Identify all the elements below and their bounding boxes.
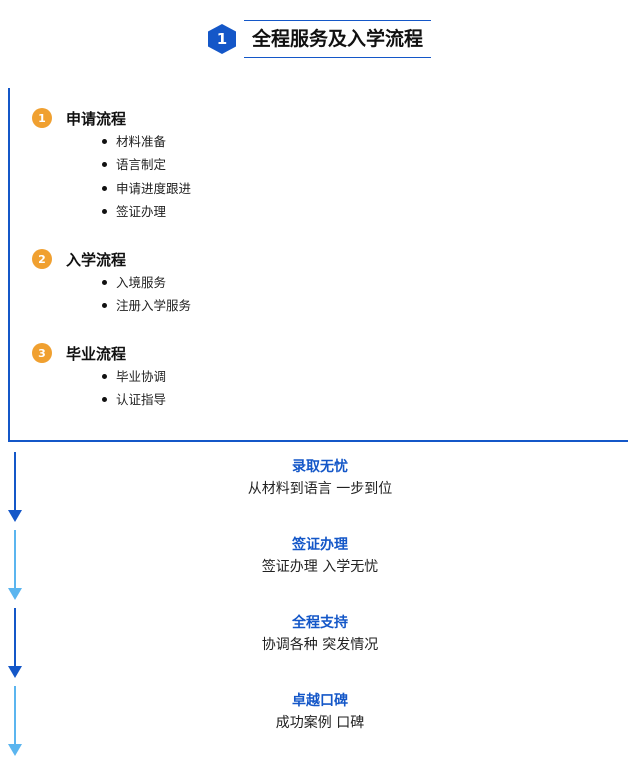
list-item: 申请进度跟进 <box>98 177 191 200</box>
list-item: 入境服务 <box>98 271 191 294</box>
feature-description: 签证办理 入学无忧 <box>261 559 379 575</box>
feature-title: 签证办理 <box>292 537 348 553</box>
item-list: 入境服务 注册入学服务 <box>98 271 191 318</box>
section-graduation: 3 毕业流程 毕业协调 认证指导 <box>32 342 166 412</box>
feature-description: 从材料到语言 一步到位 <box>247 481 393 497</box>
list-item: 语言制定 <box>98 153 191 176</box>
arrow-down-icon <box>8 530 22 600</box>
step-number-badge: 2 <box>32 249 52 269</box>
list-item: 毕业协调 <box>98 365 166 388</box>
feature-description: 协调各种 突发情况 <box>261 637 379 653</box>
section-heading: 2 入学流程 <box>32 248 191 270</box>
feature-admission: 录取无忧 从材料到语言 一步到位 <box>0 456 640 500</box>
arrow-down-icon <box>8 452 22 522</box>
section-title: 申请流程 <box>66 109 127 128</box>
item-list: 材料准备 语言制定 申请进度跟进 签证办理 <box>98 130 191 223</box>
feature-visa: 签证办理 签证办理 入学无忧 <box>0 534 640 578</box>
section-header: 1 全程服务及入学流程 <box>208 20 432 58</box>
feature-title: 全程支持 <box>292 615 348 631</box>
list-item: 注册入学服务 <box>98 294 191 317</box>
feature-description: 成功案例 口碑 <box>275 715 365 731</box>
list-item: 认证指导 <box>98 388 166 411</box>
section-title: 入学流程 <box>66 250 127 269</box>
hexagon-number-badge: 1 <box>208 24 236 54</box>
feature-support: 全程支持 协调各种 突发情况 <box>0 612 640 656</box>
page-title: 全程服务及入学流程 <box>244 20 432 58</box>
section-enrollment: 2 入学流程 入境服务 注册入学服务 <box>32 248 191 318</box>
step-number-badge: 1 <box>32 108 52 128</box>
item-list: 毕业协调 认证指导 <box>98 365 166 412</box>
section-application: 1 申请流程 材料准备 语言制定 申请进度跟进 签证办理 <box>32 107 191 223</box>
process-box: 1 申请流程 材料准备 语言制定 申请进度跟进 签证办理 2 入学流程 入境服务… <box>8 88 628 442</box>
arrow-down-icon <box>8 686 22 756</box>
section-heading: 3 毕业流程 <box>32 342 166 364</box>
feature-reputation: 卓越口碑 成功案例 口碑 <box>0 690 640 734</box>
feature-title: 卓越口碑 <box>292 693 348 709</box>
step-number-badge: 3 <box>32 343 52 363</box>
list-item: 材料准备 <box>98 130 191 153</box>
section-heading: 1 申请流程 <box>32 107 191 129</box>
feature-title: 录取无忧 <box>292 459 348 475</box>
section-title: 毕业流程 <box>66 344 127 363</box>
list-item: 签证办理 <box>98 200 191 223</box>
arrow-down-icon <box>8 608 22 678</box>
